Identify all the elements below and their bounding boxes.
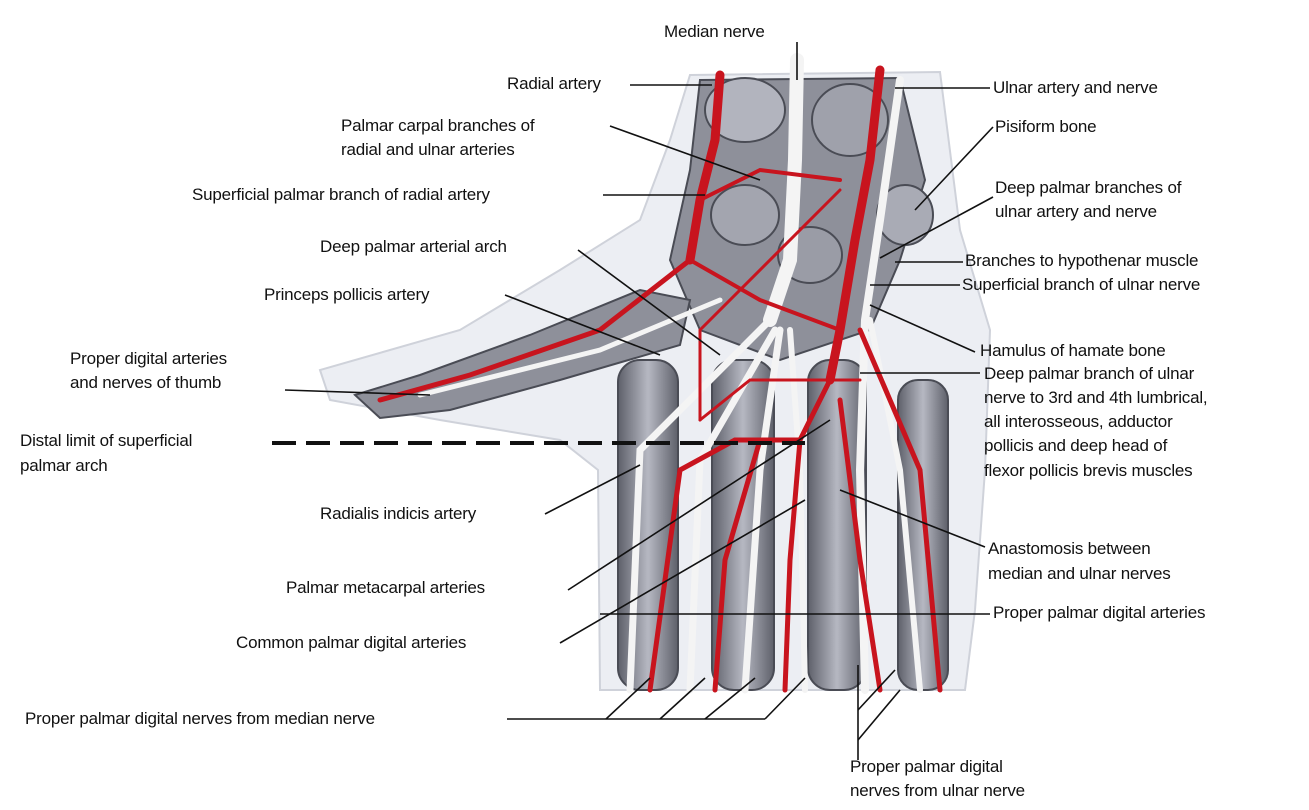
label-proper-palmar-nerves-ulnar-2: nerves from ulnar nerve	[850, 780, 1025, 802]
label-proper-digital-thumb-2: and nerves of thumb	[70, 372, 221, 394]
label-deep-branch-ulnar-2: nerve to 3rd and 4th lumbrical,	[984, 387, 1207, 409]
label-superficial-branch-ulnar: Superficial branch of ulnar nerve	[962, 274, 1200, 296]
label-deep-palmar-arterial-arch: Deep palmar arterial arch	[320, 236, 507, 258]
label-radialis-indicis: Radialis indicis artery	[320, 503, 476, 525]
label-superficial-palmar-branch: Superficial palmar branch of radial arte…	[192, 184, 490, 206]
label-deep-branch-ulnar-5: flexor pollicis brevis muscles	[984, 460, 1192, 482]
label-branches-hypothenar: Branches to hypothenar muscle	[965, 250, 1198, 272]
label-common-palmar-digital: Common palmar digital arteries	[236, 632, 466, 654]
label-proper-palmar-nerves-median: Proper palmar digital nerves from median…	[25, 708, 375, 730]
label-hamulus: Hamulus of hamate bone	[980, 340, 1166, 362]
label-ulnar-artery-nerve: Ulnar artery and nerve	[993, 77, 1158, 99]
label-proper-digital-thumb-1: Proper digital arteries	[70, 348, 227, 370]
label-palmar-carpal-2: radial and ulnar arteries	[341, 139, 515, 161]
label-anastomosis-1: Anastomosis between	[988, 538, 1151, 560]
label-palmar-carpal-1: Palmar carpal branches of	[341, 115, 534, 137]
label-distal-limit-2: palmar arch	[20, 455, 108, 477]
label-princeps-pollicis: Princeps pollicis artery	[264, 284, 429, 306]
label-deep-palmar-branches-2: ulnar artery and nerve	[995, 201, 1157, 223]
label-anastomosis-2: median and ulnar nerves	[988, 563, 1171, 585]
label-proper-palmar-nerves-ulnar-1: Proper palmar digital	[850, 756, 1003, 778]
label-median-nerve: Median nerve	[664, 21, 765, 43]
label-deep-palmar-branches-1: Deep palmar branches of	[995, 177, 1181, 199]
label-proper-palmar-digital-arteries: Proper palmar digital arteries	[993, 602, 1205, 624]
label-pisiform-bone: Pisiform bone	[995, 116, 1096, 138]
label-radial-artery: Radial artery	[507, 73, 601, 95]
label-deep-branch-ulnar-1: Deep palmar branch of ulnar	[984, 363, 1194, 385]
label-palmar-metacarpal: Palmar metacarpal arteries	[286, 577, 485, 599]
label-distal-limit-1: Distal limit of superficial	[20, 430, 192, 452]
label-deep-branch-ulnar-3: all interosseous, adductor	[984, 411, 1173, 433]
label-deep-branch-ulnar-4: pollicis and deep head of	[984, 435, 1167, 457]
